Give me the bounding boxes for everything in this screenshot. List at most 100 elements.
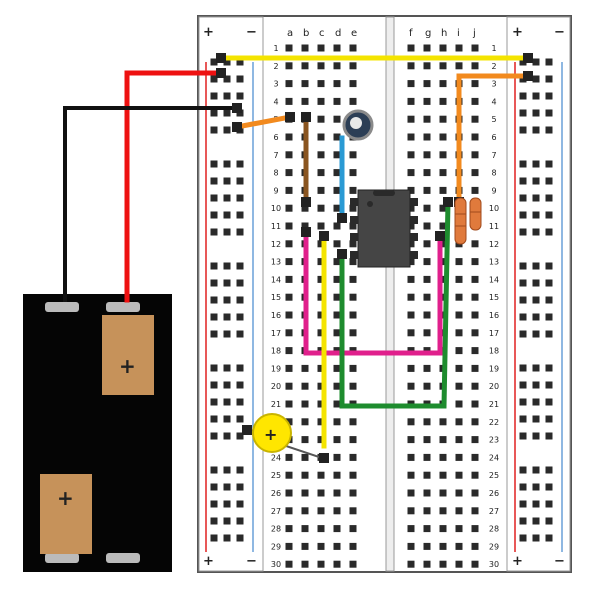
hole <box>545 364 553 372</box>
hole <box>519 381 527 389</box>
hole <box>285 347 293 355</box>
hole <box>471 364 479 372</box>
hole <box>333 489 341 497</box>
row-number: 26 <box>271 489 281 498</box>
hole <box>423 364 431 372</box>
hole <box>455 329 463 337</box>
breadboard-panels <box>198 16 571 572</box>
hole <box>285 169 293 177</box>
row-number: 16 <box>271 311 281 320</box>
hole <box>285 311 293 319</box>
hole <box>236 330 244 338</box>
hole <box>519 534 527 542</box>
hole <box>439 471 447 479</box>
hole <box>317 115 325 123</box>
row-number: 28 <box>489 525 499 534</box>
hole <box>317 311 325 319</box>
hole <box>236 58 244 66</box>
row-number: 21 <box>489 400 499 409</box>
hole <box>439 186 447 194</box>
hole <box>439 169 447 177</box>
hole <box>407 80 415 88</box>
hole <box>407 489 415 497</box>
hole <box>285 204 293 212</box>
hole <box>223 296 231 304</box>
row-number: 4 <box>273 97 278 106</box>
wire-magenta <box>303 229 443 356</box>
hole <box>210 381 218 389</box>
hole <box>317 169 325 177</box>
battery-terminal-left <box>45 302 79 312</box>
row-number: 2 <box>491 62 496 71</box>
hole <box>455 489 463 497</box>
hole <box>333 258 341 266</box>
hole <box>285 364 293 372</box>
hole <box>407 258 415 266</box>
hole <box>317 382 325 390</box>
hole <box>333 471 341 479</box>
hole <box>471 186 479 194</box>
hole <box>439 489 447 497</box>
row-number: 8 <box>273 169 278 178</box>
hole <box>407 311 415 319</box>
hole <box>519 262 527 270</box>
hole <box>532 483 540 491</box>
row-number: 30 <box>271 560 281 569</box>
hole <box>333 382 341 390</box>
hole <box>423 471 431 479</box>
power-rails <box>205 62 563 552</box>
hole <box>455 542 463 550</box>
hole <box>301 62 309 70</box>
hole <box>210 330 218 338</box>
hole <box>333 186 341 194</box>
hole <box>333 204 341 212</box>
column-letter: b <box>303 28 309 39</box>
hole <box>423 329 431 337</box>
hole <box>471 275 479 283</box>
hole <box>532 466 540 474</box>
hole <box>333 275 341 283</box>
column-letter: f <box>409 28 413 39</box>
hole <box>471 507 479 515</box>
hole <box>236 211 244 219</box>
hole <box>407 240 415 248</box>
hole <box>471 453 479 461</box>
hole <box>519 92 527 100</box>
hole <box>236 228 244 236</box>
hole <box>439 525 447 533</box>
hole <box>223 194 231 202</box>
hole <box>407 97 415 105</box>
hole <box>545 177 553 185</box>
hole <box>471 151 479 159</box>
column-letter: i <box>457 28 460 39</box>
hole <box>301 382 309 390</box>
hole <box>223 279 231 287</box>
hole <box>349 525 357 533</box>
hole <box>407 507 415 515</box>
hole <box>519 296 527 304</box>
hole <box>301 44 309 52</box>
hole <box>545 228 553 236</box>
hole <box>301 560 309 568</box>
hole <box>545 398 553 406</box>
hole <box>532 109 540 117</box>
hole <box>545 381 553 389</box>
hole <box>317 186 325 194</box>
hole <box>545 262 553 270</box>
hole <box>532 177 540 185</box>
hole <box>210 432 218 440</box>
breadboard-body <box>197 15 572 573</box>
row-number: 23 <box>489 436 499 445</box>
hole <box>236 517 244 525</box>
hole <box>423 507 431 515</box>
hole <box>333 436 341 444</box>
hole <box>471 311 479 319</box>
hole <box>423 186 431 194</box>
hole <box>455 44 463 52</box>
hole <box>439 275 447 283</box>
hole <box>285 400 293 408</box>
column-letters-left: a b c d e <box>287 28 357 39</box>
hole <box>471 80 479 88</box>
hole <box>455 275 463 283</box>
